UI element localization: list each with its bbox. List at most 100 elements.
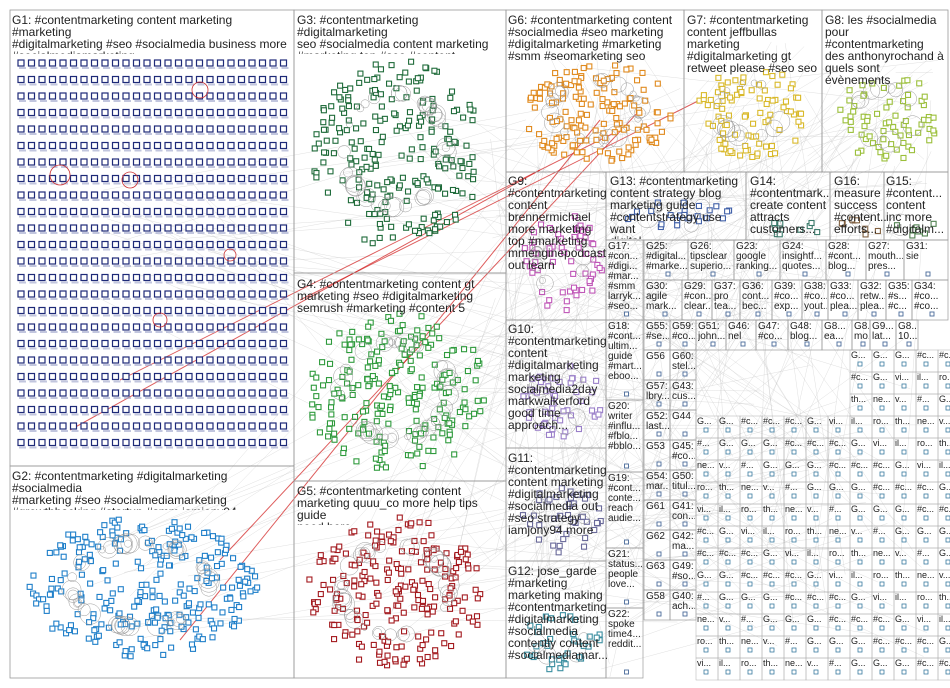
node <box>880 127 887 135</box>
node <box>279 207 288 216</box>
node <box>542 408 549 415</box>
node <box>703 669 709 675</box>
node <box>80 92 88 100</box>
node <box>90 356 99 364</box>
node <box>923 361 929 367</box>
self-loop <box>197 561 207 572</box>
node <box>583 518 590 525</box>
node-shadow <box>124 281 131 284</box>
edge-line <box>395 312 797 639</box>
node <box>591 526 598 534</box>
node-shadow <box>250 248 257 251</box>
node-shadow <box>113 199 121 201</box>
node <box>27 141 36 150</box>
node-shadow <box>145 116 152 119</box>
node-shadow <box>260 281 268 284</box>
edge-line <box>586 495 927 633</box>
node <box>695 202 702 210</box>
node <box>349 328 356 335</box>
node <box>111 174 120 183</box>
node <box>143 339 151 348</box>
node-shadow <box>92 430 100 432</box>
node-shadow <box>145 380 152 383</box>
node-shadow <box>250 215 257 218</box>
node <box>553 118 561 125</box>
node <box>633 77 641 84</box>
node-shadow <box>145 199 152 201</box>
node <box>88 541 95 548</box>
node <box>400 609 407 616</box>
node <box>101 306 109 315</box>
node <box>27 273 36 282</box>
node <box>945 427 950 433</box>
edge-line-highlight <box>69 169 541 431</box>
node <box>571 78 578 85</box>
node <box>237 92 246 100</box>
node <box>791 515 797 521</box>
node <box>857 647 863 653</box>
node <box>357 138 364 145</box>
node <box>379 133 386 140</box>
edge-line <box>778 60 938 80</box>
node <box>48 339 57 348</box>
node-shadow <box>61 446 68 449</box>
node-shadow <box>124 331 131 333</box>
node <box>356 79 363 86</box>
node-shadow <box>113 281 121 284</box>
node <box>132 125 141 133</box>
node <box>874 227 881 235</box>
node-shadow <box>239 281 247 284</box>
edge-line <box>624 112 685 523</box>
node <box>329 114 336 121</box>
micro-group-box <box>849 657 873 681</box>
node <box>134 597 141 604</box>
node <box>371 156 378 163</box>
node <box>227 125 235 133</box>
node <box>642 97 649 104</box>
node <box>216 240 225 249</box>
node-shadow <box>134 281 142 284</box>
node <box>279 108 288 117</box>
micro-group-box <box>849 569 873 593</box>
node <box>162 615 169 622</box>
node <box>80 240 88 249</box>
node-shadow <box>281 314 289 317</box>
node-shadow <box>103 397 110 399</box>
node-shadow <box>61 116 68 119</box>
node <box>557 665 564 672</box>
self-loop <box>712 114 734 136</box>
node <box>101 108 109 117</box>
self-loop <box>388 335 401 349</box>
micro-group-box <box>805 613 829 637</box>
node-shadow <box>40 248 47 251</box>
self-loop <box>353 547 369 563</box>
node <box>568 117 575 124</box>
node <box>27 125 36 133</box>
node <box>393 127 400 134</box>
node <box>237 191 246 199</box>
node <box>122 240 130 249</box>
node <box>313 393 320 400</box>
node <box>155 544 162 551</box>
node <box>667 212 674 219</box>
micro-group-box <box>805 591 829 615</box>
node <box>38 240 46 249</box>
node <box>563 530 570 538</box>
node-shadow <box>197 364 205 366</box>
node-shadow <box>92 281 100 284</box>
node <box>879 515 885 521</box>
node <box>43 607 50 614</box>
node <box>17 372 25 381</box>
node <box>582 534 589 542</box>
node-shadow <box>50 281 58 284</box>
node <box>27 356 36 364</box>
node <box>580 543 588 550</box>
node <box>90 422 99 430</box>
node-shadow <box>197 380 205 383</box>
node <box>769 471 775 477</box>
node <box>886 119 893 126</box>
node <box>185 108 193 117</box>
node-shadow <box>103 413 110 416</box>
node-shadow <box>61 215 68 218</box>
node <box>153 273 162 282</box>
